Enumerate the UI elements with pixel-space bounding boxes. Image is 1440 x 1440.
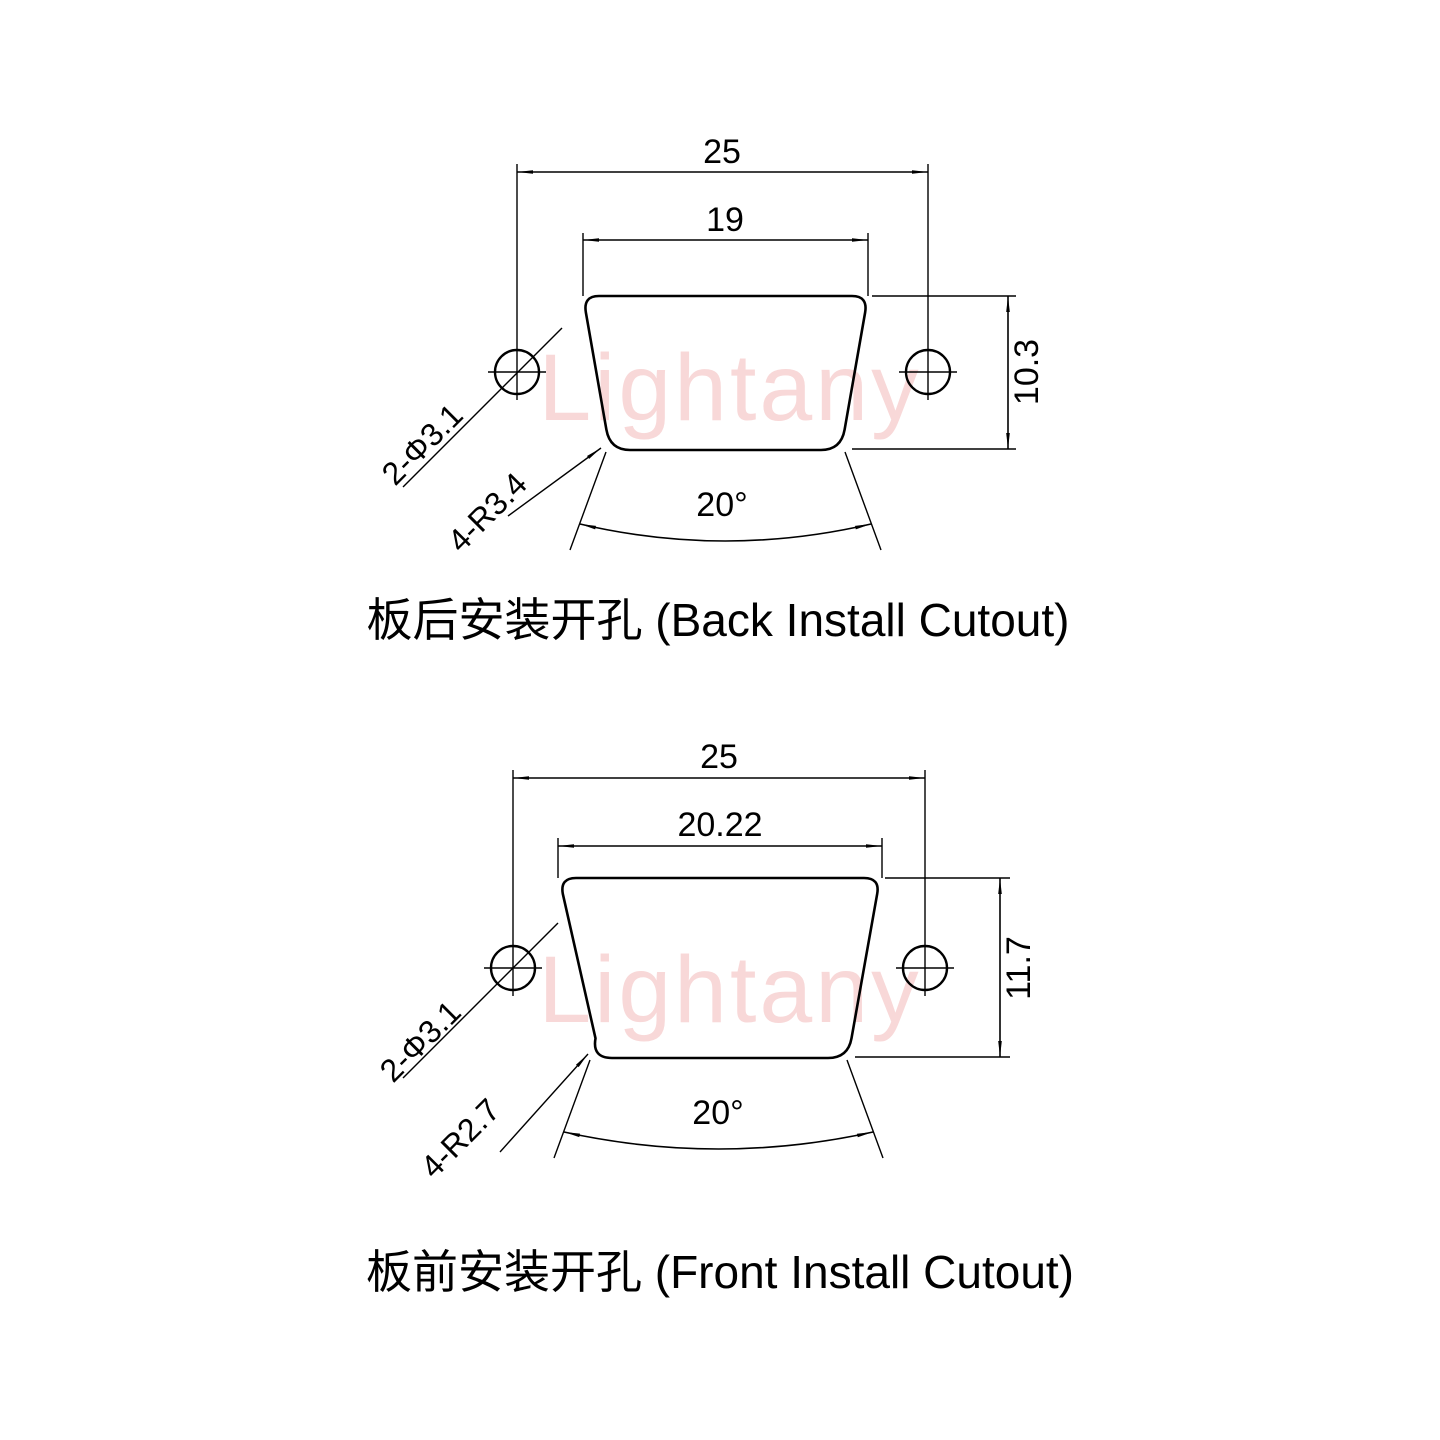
back-install-drawing: 25 19 10.3 20° 2-Φ3.1 4-R3.4 板后安装开孔 (Bac…: [367, 133, 1070, 646]
dim-angle: 20°: [696, 486, 747, 524]
dim-angle: 20°: [692, 1094, 743, 1132]
dim-holes: 2-Φ3.1: [373, 994, 468, 1089]
angle-line: [846, 1059, 884, 1159]
angle-line: [553, 1059, 591, 1159]
leader-line: [499, 1053, 589, 1153]
dim-width-inner: 20.22: [677, 806, 762, 844]
dim-width-outer: 25: [703, 133, 741, 171]
dim-width-outer: 25: [700, 738, 738, 776]
watermark: Lightany: [538, 937, 921, 1043]
cutout-shape: [561, 876, 879, 1060]
angle-arc: [563, 1131, 874, 1150]
dim-height: 10.3: [1008, 339, 1046, 405]
angle-arc: [579, 523, 872, 542]
dim-height: 11.7: [1000, 936, 1038, 1000]
dim-holes: 2-Φ3.1: [375, 397, 470, 492]
drawing-caption: 板前安装开孔 (Front Install Cutout): [366, 1246, 1074, 1298]
dim-width-inner: 19: [706, 201, 744, 239]
leader-line: [507, 447, 602, 517]
drawing-caption: 板后安装开孔 (Back Install Cutout): [367, 594, 1070, 646]
angle-line: [844, 451, 882, 551]
dim-radius: 4-R3.4: [441, 466, 534, 559]
angle-line: [569, 451, 607, 551]
leader-line: [402, 327, 563, 488]
dim-radius: 4-R2.7: [414, 1092, 507, 1185]
watermark: Lightany: [538, 335, 921, 441]
cutout-shape: [584, 294, 867, 452]
leader-line: [402, 922, 559, 1079]
